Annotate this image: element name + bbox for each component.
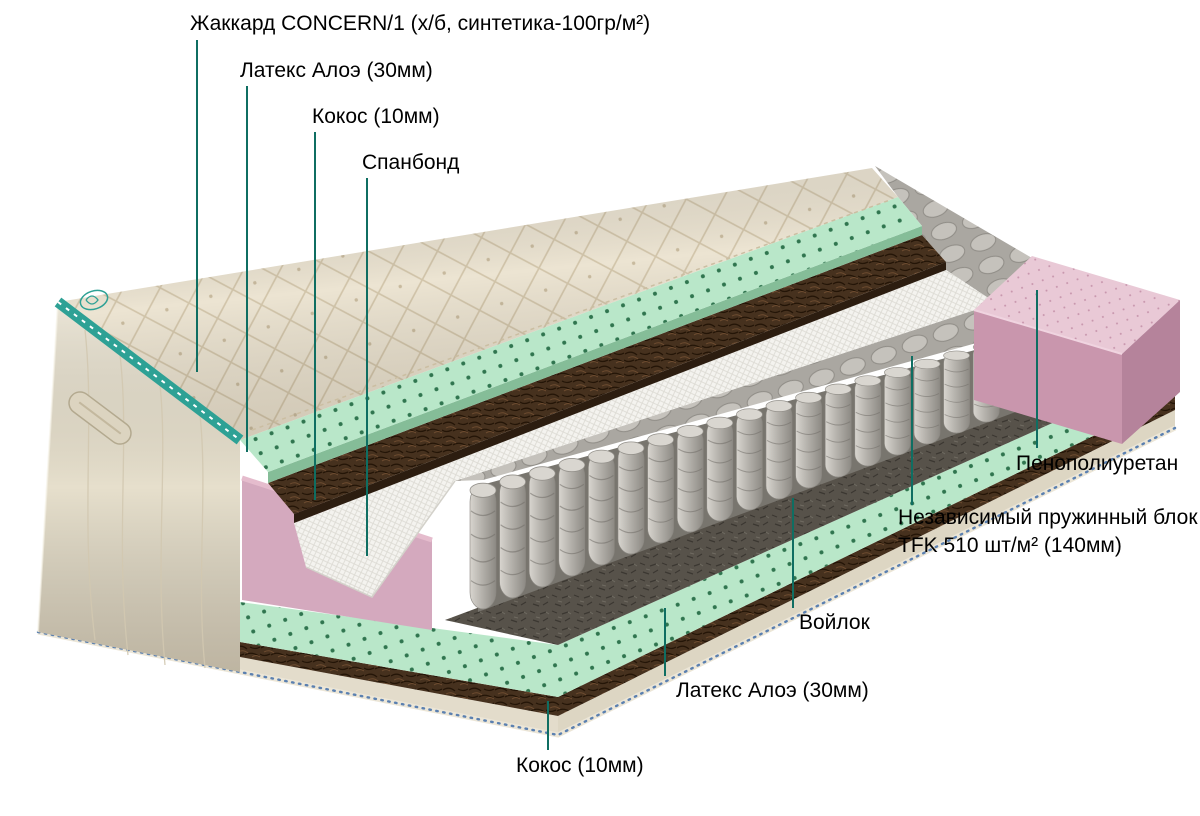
mattress-illustration: [36, 166, 1180, 738]
latex-top-layer: [240, 197, 922, 483]
ribbon-trim: [54, 289, 244, 445]
label-coconut-top: Кокос (10мм): [312, 105, 440, 128]
mattress-end-face: [37, 301, 240, 672]
leader-lines: [196, 40, 1038, 750]
label-felt: Войлок: [799, 611, 871, 634]
label-spring-block-line1: Независимый пружинный блок: [898, 506, 1198, 529]
label-latex-bottom: Латекс Алоэ (30мм): [676, 679, 869, 702]
coconut-bottom-layer: [240, 642, 558, 716]
label-latex-top: Латекс Алоэ (30мм): [240, 59, 433, 82]
jacquard-cover-layer: [58, 168, 898, 440]
spring-tops-sliver: [455, 303, 1045, 481]
spring-tops-area: [875, 166, 1032, 312]
label-coconut-bottom: Кокос (10мм): [516, 754, 644, 777]
spunbond-layer: [294, 270, 996, 598]
foam-rail-right: [973, 256, 1180, 444]
bottom-cover-layer: [240, 657, 558, 735]
piping-line: [36, 426, 1177, 737]
labels: Жаккард CONCERN/1 (х/б, синтетика-100гр/…: [190, 12, 1198, 777]
label-spunbond: Спанбонд: [362, 151, 459, 174]
coconut-bottom-layer: [558, 396, 1175, 716]
felt-layer: [445, 348, 1175, 645]
latex-bottom-layer: [240, 602, 558, 697]
label-foam: Пенополиуретан: [1016, 452, 1178, 475]
coconut-top-layer: [268, 235, 946, 523]
latex-bottom-layer: [558, 368, 1175, 697]
brand-logo-icon: [79, 289, 109, 311]
label-spring-block-line2: TFK 510 шт/м² (140мм): [898, 534, 1122, 557]
label-jacquard: Жаккард CONCERN/1 (х/б, синтетика-100гр/…: [190, 12, 650, 35]
bottom-cover-layer: [558, 410, 1175, 735]
mattress-handle: [68, 391, 132, 445]
